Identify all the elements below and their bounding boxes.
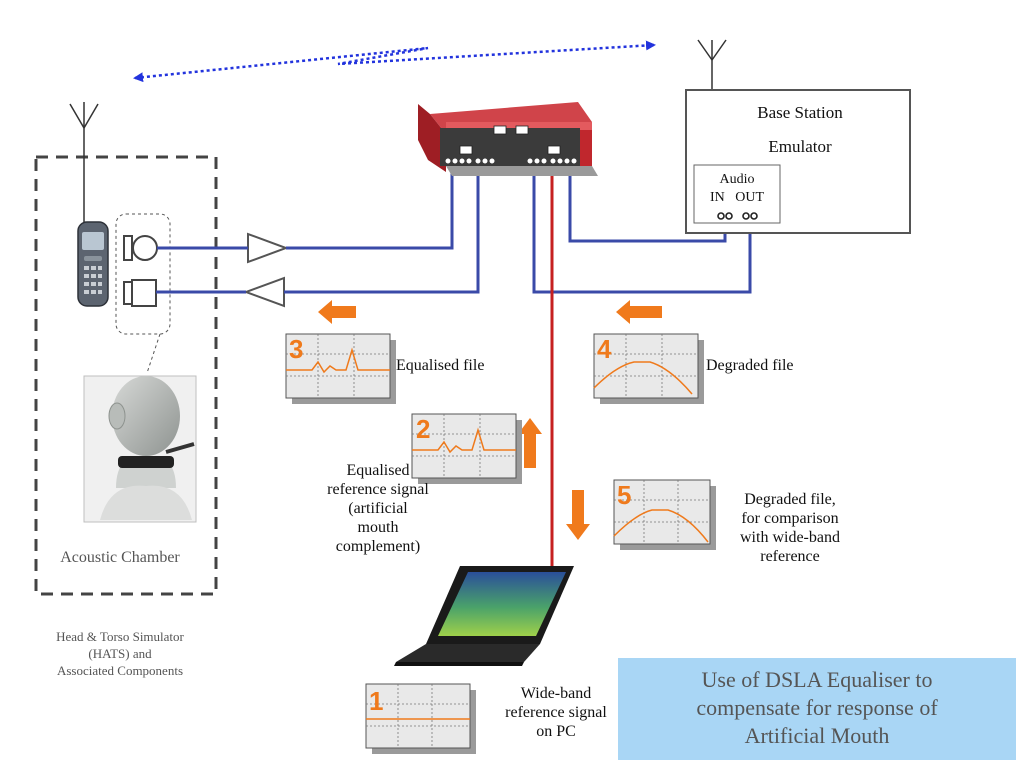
eqref-line5: complement) (335, 538, 421, 555)
audio-port-panel (693, 164, 781, 224)
wideband-line2: reference signal (505, 704, 607, 721)
hats-head-icon (83, 375, 197, 523)
base-station-title-line1: Base Station (757, 103, 843, 122)
dsla-device-icon (418, 102, 598, 176)
base-station-title-line2: Emulator (768, 137, 832, 156)
audio-in-label: IN (709, 190, 725, 205)
degraded-file-label: Degraded file (706, 357, 794, 374)
degcomp-line4: reference (760, 548, 820, 565)
mobile-phone-icon (77, 221, 109, 307)
audio-label: Audio (719, 172, 755, 187)
panel-2-equalised-reference (411, 413, 522, 484)
wideband-reference-label: Wide-band reference signal on PC (498, 684, 614, 741)
audio-out-connector-icon (742, 212, 758, 220)
arrow-left-equalised-icon (318, 300, 356, 324)
eqref-line3: (artificial (348, 500, 408, 517)
degraded-comparison-label: Degraded file, for comparison with wide-… (724, 490, 856, 566)
hats-caption-line1: Head & Torso Simulator (56, 629, 184, 644)
caption-text: Use of DSLA Equaliser to compensate for … (618, 666, 1016, 750)
audio-port-label: Audio IN OUT (694, 171, 780, 207)
base-station-title: Base Station Emulator (720, 96, 880, 164)
wireless-link (133, 40, 656, 83)
caption-line1: Use of DSLA Equaliser to (701, 667, 933, 692)
eqref-line4: mouth (357, 519, 399, 536)
equalised-reference-label: Equalised reference signal (artificial m… (316, 461, 440, 556)
caption-line2: compensate for response of (696, 695, 938, 720)
panel-3-equalised-file (285, 333, 396, 404)
laptop-icon (394, 566, 574, 666)
arrow-left-degraded-icon (616, 300, 662, 324)
mic-amplifier-icon (247, 232, 289, 264)
acoustic-chamber-label: Acoustic Chamber (60, 549, 180, 566)
eqref-line2: reference signal (327, 481, 429, 498)
panel-4-number: 4 (597, 334, 612, 364)
panel-4-degraded-file (593, 333, 704, 404)
hats-caption-line3: Associated Components (56, 663, 183, 678)
arrow-down-icon (566, 490, 590, 540)
callout-leader (146, 333, 161, 374)
arrow-up-icon (518, 418, 542, 468)
audio-in-out-labels: IN OUT (694, 189, 780, 207)
hats-caption-line2: (HATS) and (88, 646, 152, 661)
handset-antenna-icon (69, 102, 99, 228)
caption-line3: Artificial Mouth (744, 723, 890, 748)
speaker-amplifier-icon (243, 276, 285, 308)
transducer-callout (115, 213, 171, 335)
panel-5-number: 5 (617, 480, 632, 510)
equalised-file-label: Equalised file (396, 357, 485, 374)
panel-1-number: 1 (369, 686, 384, 716)
audio-in-connector-icon (717, 212, 733, 220)
degcomp-line3: with wide-band (740, 529, 840, 546)
loudspeaker-icon (123, 279, 157, 307)
panel-5-degraded-comparison (613, 479, 716, 550)
eqref-line1: Equalised (346, 462, 410, 479)
audio-cables (156, 168, 752, 294)
degcomp-line1: Degraded file, (744, 491, 836, 508)
panel-3-number: 3 (289, 334, 304, 364)
caption-box: Use of DSLA Equaliser to compensate for … (618, 658, 1016, 760)
base-station-antenna-icon (697, 39, 727, 90)
panel-1-wideband-reference (365, 683, 476, 754)
hats-enclosure (34, 155, 218, 596)
wideband-line1: Wide-band (520, 685, 592, 702)
audio-out-label: OUT (735, 190, 765, 205)
degcomp-line2: for comparison (741, 510, 839, 527)
microphone-icon (123, 235, 158, 261)
hats-caption: Head & Torso Simulator (HATS) and Associ… (20, 628, 220, 679)
panel-2-number: 2 (416, 414, 431, 444)
wideband-line3: on PC (536, 723, 576, 740)
